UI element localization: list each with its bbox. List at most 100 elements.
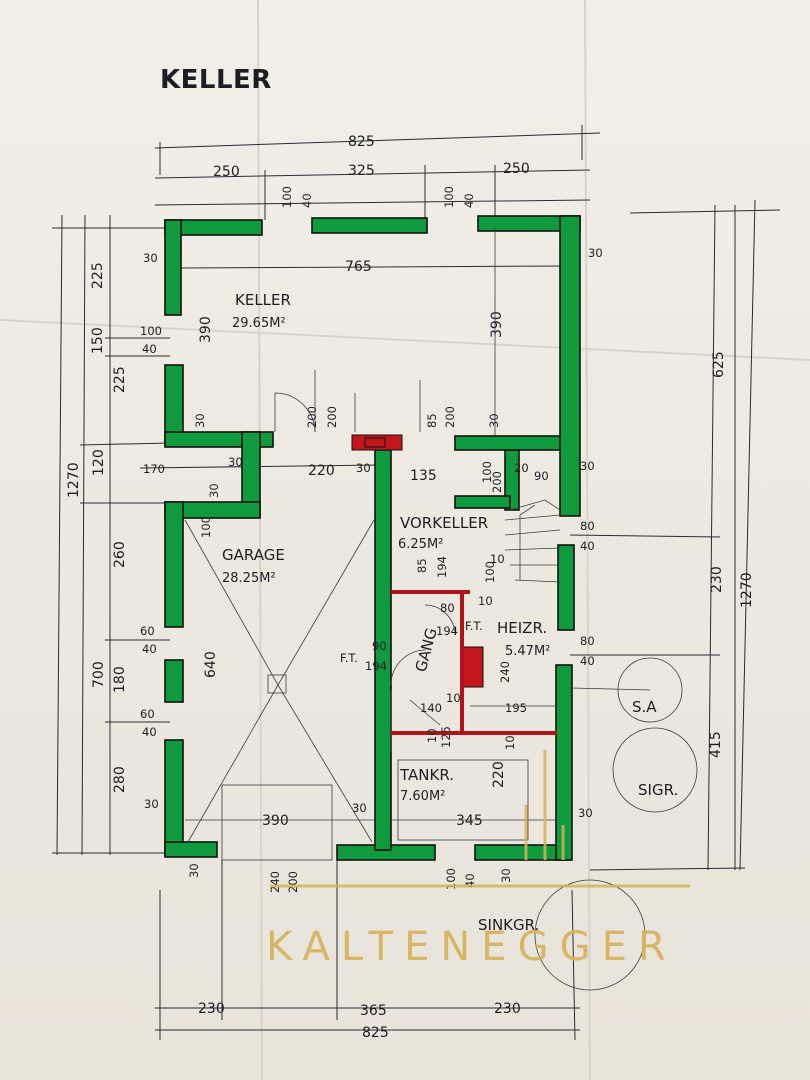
dim-h-30: 30 [207, 483, 221, 498]
dim-left-700: 700 [91, 661, 107, 688]
room-heizr-name: HEIZR. [497, 619, 547, 637]
dim-bottom-30: 30 [187, 863, 201, 878]
dim-h-30r: 30 [580, 459, 595, 473]
dim-tank-30: 30 [578, 806, 593, 820]
dim-wall-30b: 30 [487, 413, 501, 428]
dim-left-150: 150 [90, 327, 106, 354]
sa-circle [617, 657, 683, 723]
dim-wall-30a: 30 [193, 413, 207, 428]
room-keller-area: 29.65M² [232, 316, 286, 331]
dim-win-40a: 40 [142, 642, 157, 656]
dim-gang-194: 194 [365, 659, 387, 673]
dim-right-415: 415 [708, 731, 724, 758]
dim-left-280: 280 [112, 766, 128, 793]
room-keller-name: KELLER [235, 291, 291, 309]
dim-bottom-30b: 30 [499, 868, 513, 883]
dim-vk-194b: 194 [436, 624, 458, 638]
label-ft-heizr: F.T. [465, 619, 483, 633]
room-heizr-area: 5.47M² [505, 644, 550, 659]
dim-door-85: 85 [425, 413, 439, 428]
dim-heiz-125: 125 [439, 726, 453, 748]
dim-bot-left: 230 [198, 1001, 225, 1017]
dim-win-60b: 60 [140, 707, 155, 721]
dim-top-right: 250 [503, 161, 530, 177]
paper-fold [0, 319, 810, 361]
dim-left-120: 120 [91, 449, 107, 476]
dim-h-100: 100 [480, 461, 494, 483]
dim-h-20: 20 [514, 461, 529, 475]
dim-right-40b: 40 [580, 654, 595, 668]
plan-title: KELLER [160, 65, 272, 95]
dim-bottom-wall-left: 30 [144, 797, 159, 811]
dim-bottom-240: 240 [268, 871, 282, 893]
dim-right-230: 230 [709, 566, 725, 593]
dim-v-100: 100 [199, 516, 213, 538]
dim-h-135: 135 [410, 468, 437, 484]
dim-heiz-10b: 10 [425, 728, 439, 743]
dim-left-100: 100 [140, 324, 162, 338]
sigr-circle [612, 727, 698, 813]
label-ft-gang: F.T. [340, 651, 358, 665]
dim-left-1270: 1270 [66, 462, 82, 498]
dim-h-220: 220 [308, 463, 335, 479]
room-labels: KELLER 29.65M² GARAGE 28.25M² VORKELLER … [222, 291, 678, 934]
dim-left-40: 40 [142, 342, 157, 356]
dim-vk-10: 10 [490, 552, 505, 566]
dim-vk-80: 80 [440, 601, 455, 615]
dim-door-200c: 200 [443, 406, 457, 428]
room-sa-name: S.A [632, 698, 657, 716]
dim-bot-total: 825 [362, 1025, 389, 1041]
dim-heiz-10c: 10 [503, 735, 517, 750]
dim-tank-220: 220 [491, 761, 507, 788]
left-dimensions: 1270 225 150 100 40 225 120 260 700 180 … [52, 214, 381, 856]
dim-heiz-240: 240 [498, 661, 512, 683]
sinkgr-circle [534, 879, 646, 991]
room-garage-name: GARAGE [222, 546, 285, 564]
tank-outline [397, 759, 529, 841]
dim-win1b: 40 [300, 193, 314, 208]
dim-left-180: 180 [112, 666, 128, 693]
dim-bottom-40: 40 [463, 873, 477, 888]
dim-garage-390: 390 [262, 813, 289, 829]
dim-heiz-195: 195 [505, 701, 527, 715]
dim-win-40b: 40 [142, 725, 157, 739]
room-sinkgr-name: SINKGR. [478, 916, 539, 934]
dim-gang-90: 90 [372, 639, 387, 653]
room-tankr-name: TANKR. [399, 766, 454, 784]
paper-fold [257, 0, 263, 1080]
dim-right-40a: 40 [580, 539, 595, 553]
dim-left-225a: 225 [90, 262, 106, 289]
dim-vk-100: 100 [483, 561, 497, 583]
room-vorkeller-name: VORKELLER [400, 514, 488, 532]
dim-door-200b: 200 [325, 406, 339, 428]
dim-win-60a: 60 [140, 624, 155, 638]
garage-diagonals [184, 519, 375, 861]
doors [274, 370, 456, 752]
room-sigr-name: SIGR. [638, 781, 678, 799]
watermark-logo: KALTENEGGER [266, 750, 690, 970]
dim-garage-30b: 30 [352, 801, 367, 815]
dim-win2a: 100 [442, 186, 456, 208]
dim-win2b: 40 [462, 193, 476, 208]
dim-garage-640: 640 [203, 651, 219, 678]
dim-vk-194: 194 [435, 556, 449, 578]
outside-structures [534, 657, 698, 991]
dim-top-left: 250 [213, 164, 240, 180]
dim-left-wall: 30 [143, 251, 158, 265]
dim-keller-390-right: 390 [489, 311, 505, 338]
dim-wall-30c: 30 [228, 455, 243, 469]
room-garage-area: 28.25M² [222, 571, 276, 586]
dim-bottom-200: 200 [286, 871, 300, 893]
dim-right-wall: 30 [588, 246, 603, 260]
dim-top-total: 825 [348, 134, 375, 150]
watermark-text: KALTENEGGER [266, 924, 677, 970]
dim-win1a: 100 [280, 186, 294, 208]
dim-keller-390-left: 390 [198, 316, 214, 343]
staircase [504, 499, 561, 583]
dim-h-30b: 30 [356, 461, 371, 475]
dim-vk-85: 85 [415, 558, 429, 573]
right-dimensions: 625 230 1270 415 80 40 80 40 30 30 [569, 199, 781, 871]
dim-left-260: 260 [112, 541, 128, 568]
